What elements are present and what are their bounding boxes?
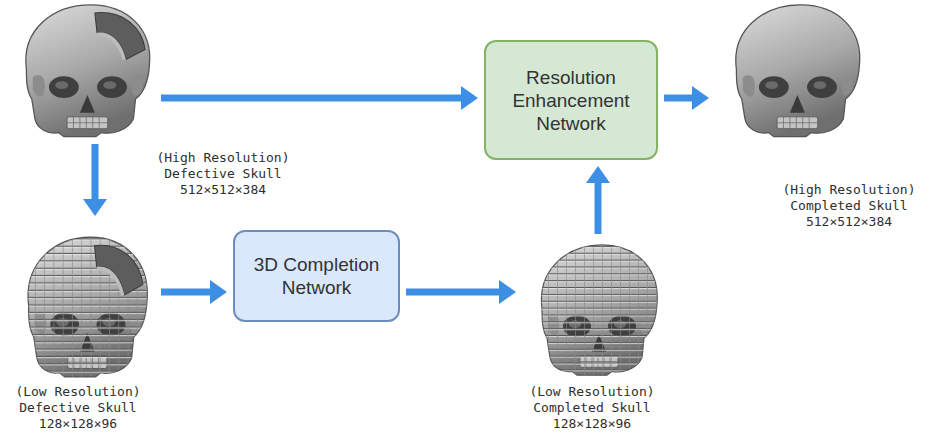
hr-defective-skull — [26, 5, 150, 137]
dimension-text: 512×512×384 — [773, 214, 925, 230]
dimension-text: 128×128×96 — [2, 416, 154, 432]
skull-figure: (High Resolution) Completed Skull512×512… — [715, 0, 865, 138]
network-box: 3D Completion Network — [233, 230, 400, 322]
caption-text: (Low Resolution) Completed Skull — [516, 384, 668, 416]
figure-caption: (High Resolution) Defective Skull512×512… — [147, 150, 299, 198]
caption-text: (High Resolution) Defective Skull — [147, 150, 299, 182]
dimension-text: 512×512×384 — [147, 182, 299, 198]
caption-text: (Low Resolution) Defective Skull — [2, 384, 154, 416]
flow-arrow — [406, 280, 516, 304]
network-label: 3D Completion Network — [235, 245, 398, 307]
network-label: Resolution Enhancement Network — [486, 58, 656, 143]
flow-arrow — [664, 86, 709, 110]
dimension-text: 128×128×96 — [516, 416, 668, 432]
skull-figure: (Low Resolution) Defective Skull128×128×… — [5, 222, 155, 378]
figure-caption: (Low Resolution) Defective Skull128×128×… — [2, 384, 154, 432]
caption-text: (High Resolution) Completed Skull — [773, 182, 925, 214]
figure-caption: (High Resolution) Completed Skull512×512… — [773, 182, 925, 230]
figure-caption: (Low Resolution) Completed Skull128×128×… — [516, 384, 668, 432]
flow-arrow — [161, 86, 478, 110]
hr-completed-skull — [736, 5, 860, 137]
network-box: Resolution Enhancement Network — [484, 40, 658, 160]
flow-arrow — [161, 280, 227, 304]
skull-figure: (Low Resolution) Completed Skull128×128×… — [522, 240, 662, 378]
lr-defective-skull — [8, 232, 152, 379]
lr-completed-skull — [522, 240, 662, 377]
skull-figure: (High Resolution) Defective Skull512×512… — [5, 0, 155, 138]
flow-arrow — [83, 144, 107, 216]
flow-arrow — [586, 166, 610, 234]
